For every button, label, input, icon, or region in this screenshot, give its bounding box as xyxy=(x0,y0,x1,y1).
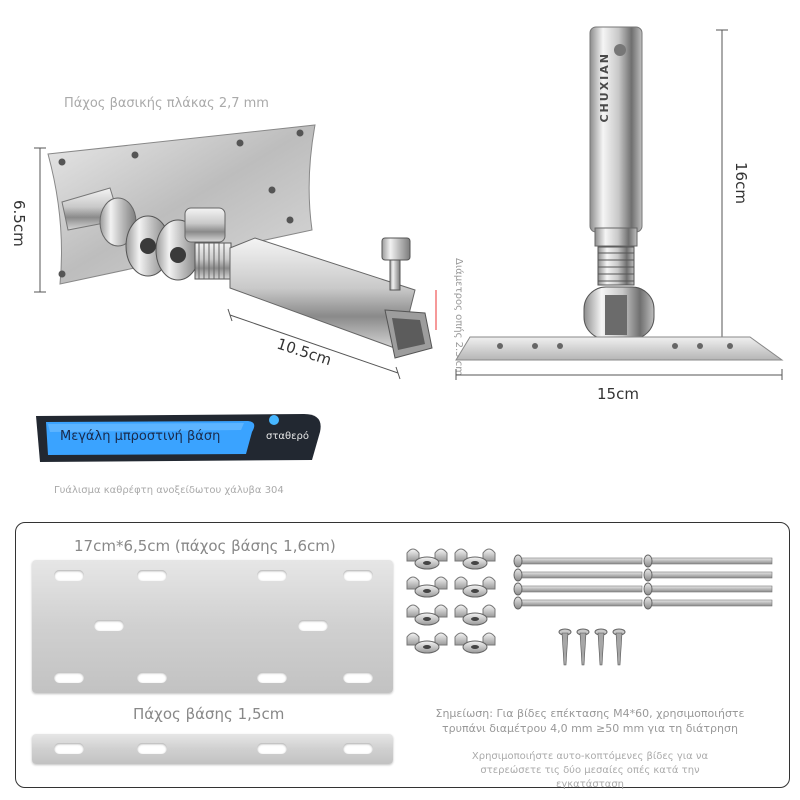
wing-nuts-group xyxy=(406,548,496,654)
horizontal-height-label: 6.5cm xyxy=(10,200,28,247)
horizontal-mount-illustration xyxy=(34,124,437,380)
mounting-plate-thin xyxy=(32,734,393,764)
product-badge xyxy=(36,414,321,462)
badge-main-label: Μεγάλη μπροστινή βάση xyxy=(60,429,221,444)
installation-note: Χρησιμοποιήστε αυτο-κοπτόμενες βίδες για… xyxy=(471,751,709,790)
mounting-plate-large xyxy=(32,560,393,693)
vertical-height-label: 16cm xyxy=(732,162,750,204)
badge-subtitle: Γυάλισμα καθρέφτη ανοξείδωτου χάλυβα 304 xyxy=(54,485,284,496)
expansion-bolts-group xyxy=(513,554,773,610)
plate2-label: Πάχος βάσης 1,5cm xyxy=(133,705,285,723)
vertical-width-label: 15cm xyxy=(597,385,639,403)
drilling-note: Σημείωση: Για βίδες επέκτασης M4*60, χρη… xyxy=(435,707,745,735)
badge-tag-label: σταθερό xyxy=(266,431,309,442)
plate-thickness-label: Πάχος βασικής πλάκας 2,7 mm xyxy=(64,96,269,111)
plate1-label: 17cm*6,5cm (πάχος βάσης 1,6cm) xyxy=(74,537,336,555)
vertical-mount-illustration xyxy=(455,26,784,380)
vertical-brand-engraving: CHUXIAN xyxy=(598,52,611,123)
self-tapping-screws-group xyxy=(558,628,626,666)
